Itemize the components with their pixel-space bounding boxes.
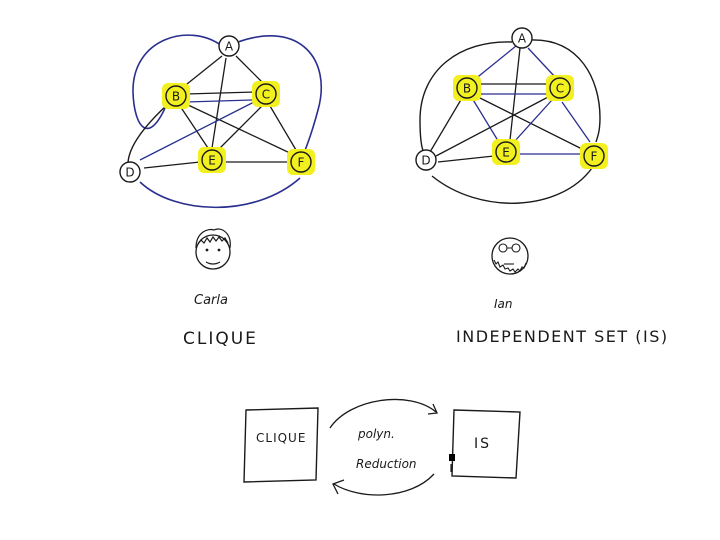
node-layer: A B C D E F A B C D E F — [119, 27, 608, 183]
is-box-label: IS — [474, 436, 491, 452]
node-circle — [456, 77, 478, 99]
edge-a-b — [473, 45, 517, 81]
edge-a-e — [211, 57, 227, 149]
edge-a-c — [235, 55, 263, 83]
left-node-c: C — [252, 81, 280, 107]
node-circle — [511, 27, 533, 49]
edge-a-f-arc — [237, 35, 323, 159]
carla-eye-right — [217, 248, 221, 252]
edge-b-e — [179, 105, 209, 149]
independent-set-graph — [419, 39, 601, 204]
left-node-d: D — [119, 161, 141, 183]
clique-graph — [127, 34, 323, 209]
edge-a-b-arc — [132, 34, 223, 130]
edge-d-f-arc — [431, 167, 593, 204]
ian-beard — [493, 259, 527, 273]
edge-c-d — [435, 95, 551, 157]
clique-label: CLIQUE — [183, 329, 258, 349]
left-node-b: B — [162, 83, 190, 109]
node-label: D — [421, 154, 430, 168]
carla-name: Carla — [194, 293, 228, 308]
carla-mouth — [205, 261, 221, 265]
edge-c-e — [217, 105, 263, 151]
reduction-line-2: Reduction — [356, 457, 417, 471]
edge-b-d — [429, 97, 463, 153]
edge-b-c — [185, 91, 257, 95]
node-circle — [290, 151, 312, 173]
clique-box-label: CLIQUE — [256, 431, 306, 445]
reduction-diagram: CLIQUE IS polyn. Reduction — [243, 398, 521, 496]
ian-glasses-left — [498, 243, 508, 253]
node-circle — [255, 83, 277, 105]
left-node-a: A — [218, 35, 240, 57]
node-circle — [495, 141, 517, 163]
node-circle — [218, 35, 240, 57]
arrow-top-arc — [329, 398, 437, 429]
edge-a-f-arc — [529, 39, 601, 143]
edge-a-d-arc — [419, 41, 513, 153]
right-node-a: A — [511, 27, 533, 49]
arrow-bottom-arc — [333, 473, 435, 496]
node-circle — [549, 77, 571, 99]
edge-b-c-blue — [185, 99, 253, 103]
edge-b-d-arc — [127, 103, 169, 165]
ian-head — [491, 237, 529, 275]
carla-face — [195, 228, 231, 270]
node-label: E — [502, 146, 510, 160]
edge-d-e — [143, 161, 201, 169]
reduction-line-1: polyn. — [357, 427, 395, 441]
carla-head — [195, 234, 231, 270]
node-label: A — [225, 40, 234, 54]
right-node-d: D — [415, 149, 437, 171]
node-label: A — [518, 32, 527, 46]
node-circle — [119, 161, 141, 183]
arrow-top-head — [427, 403, 438, 415]
node-label: C — [262, 88, 270, 102]
right-node-c: C — [546, 75, 574, 101]
edge-a-b — [181, 55, 223, 89]
node-label: C — [556, 82, 564, 96]
edge-b-f — [475, 95, 585, 151]
arrow-bottom-head — [332, 479, 345, 495]
independent-set-label: INDEPENDENT SET (IS) — [456, 327, 669, 346]
node-label: E — [208, 154, 216, 168]
edge-b-e — [471, 97, 501, 145]
node-label: B — [463, 82, 471, 96]
right-node-e: E — [492, 139, 520, 165]
node-circle — [415, 149, 437, 171]
ian-name: Ian — [494, 297, 513, 311]
node-circle — [201, 149, 223, 171]
ian-glasses-right — [511, 243, 521, 253]
ian-face — [491, 237, 529, 275]
clique-box — [243, 407, 319, 483]
right-node-b: B — [453, 75, 481, 101]
node-label: D — [125, 166, 134, 180]
left-node-e: E — [198, 147, 226, 173]
node-circle — [583, 145, 605, 167]
node-label: B — [172, 90, 180, 104]
edge-c-e — [513, 99, 553, 143]
edge-c-d-blue — [139, 101, 255, 161]
node-label: F — [591, 150, 598, 164]
left-node-f: F — [287, 149, 315, 175]
right-node-f: F — [580, 143, 608, 169]
edge-d-e — [437, 155, 495, 163]
edge-c-f — [269, 105, 297, 151]
carla-eye-left — [205, 248, 209, 252]
edge-d-f-arc — [139, 177, 301, 209]
edge-a-c — [527, 47, 557, 79]
carla-hair — [195, 228, 231, 249]
cursor-marker — [449, 454, 455, 461]
edge-c-f — [561, 101, 591, 143]
node-circle — [165, 85, 187, 107]
node-label: F — [298, 156, 305, 170]
